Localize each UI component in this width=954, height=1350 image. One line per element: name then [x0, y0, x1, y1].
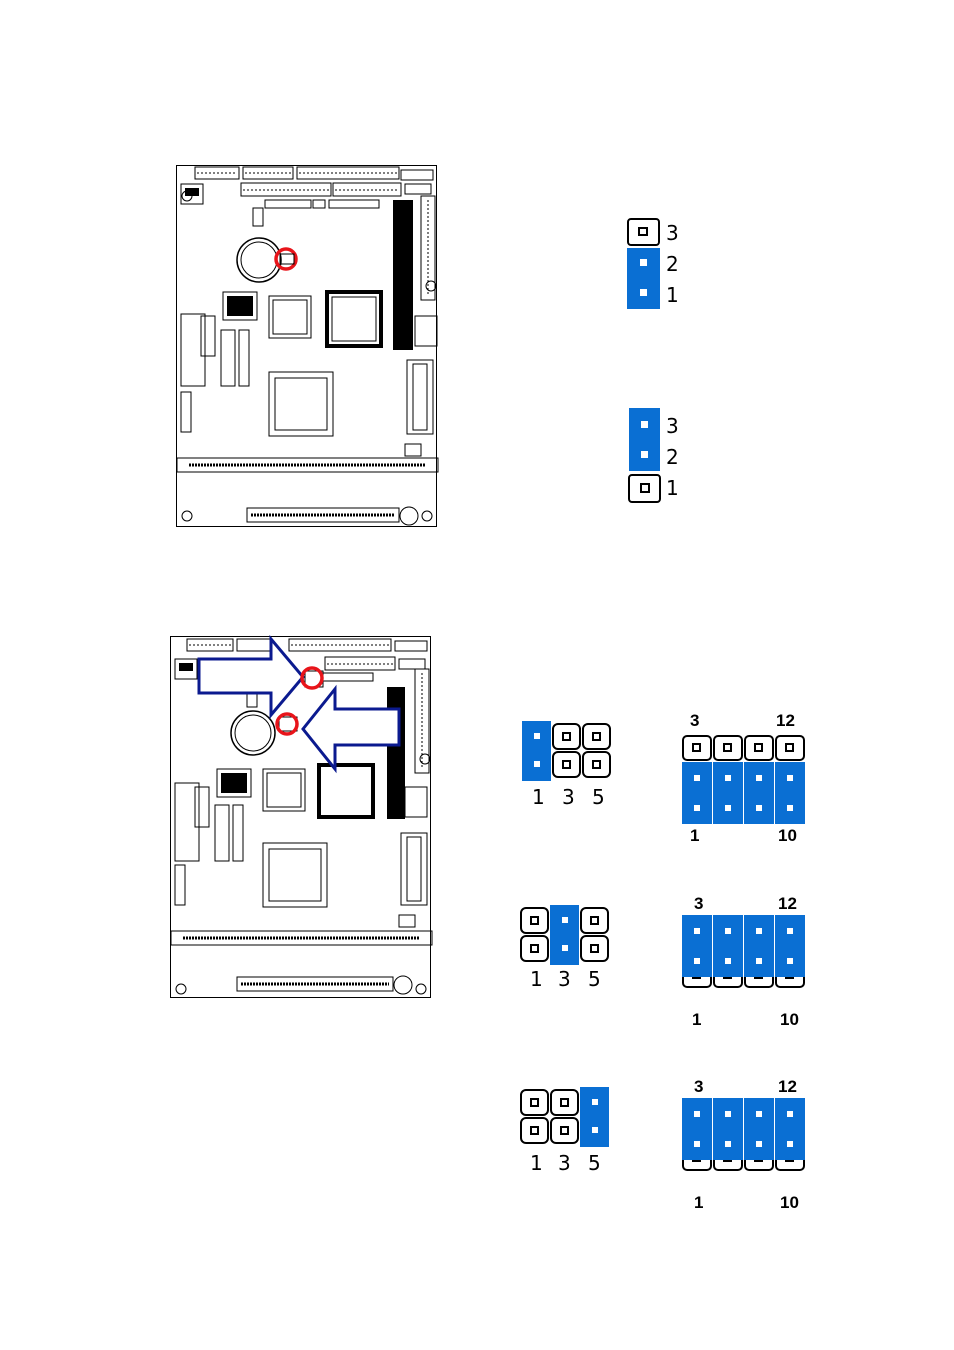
jumper-3pin-setting-2: 3 2 1: [626, 408, 706, 506]
pin: [551, 1090, 578, 1115]
pin-label-bottom-left: 1: [694, 1194, 703, 1212]
pin-label-bottom-right: 10: [780, 1194, 799, 1212]
jumper-cap: [744, 762, 774, 824]
pin-label-bottom-right: 10: [780, 1011, 799, 1029]
jumper-cap: [775, 762, 805, 824]
pin: [521, 936, 548, 961]
jumper-2x3-setting-2: 1 3 5: [518, 905, 618, 993]
jumper-2x4-setting-2: 3 12 1 10: [680, 895, 810, 1031]
jumper-cap: [550, 905, 579, 965]
pin-label-2: 2: [666, 254, 679, 274]
pin-label-1: 1: [530, 969, 543, 989]
pin: [683, 736, 711, 760]
pin-label-5: 5: [592, 787, 605, 807]
pin: [745, 736, 773, 760]
pin-label-5: 5: [588, 969, 601, 989]
pin-label-3: 3: [666, 416, 679, 436]
board-diagram-top: [176, 165, 437, 527]
pin-label-1: 1: [530, 1153, 543, 1173]
jumper-cap: [682, 1098, 712, 1160]
jumper-cap: [580, 1087, 609, 1147]
jumper-2x3-setting-1: 1 3 5: [520, 721, 620, 809]
jumper-cap: [775, 1098, 805, 1160]
pin-label-bottom-left: 1: [690, 827, 699, 845]
pin-label-3: 3: [666, 223, 679, 243]
pin-label-5: 5: [588, 1153, 601, 1173]
jumper-cap: [522, 721, 551, 781]
pin-label-2: 2: [666, 447, 679, 467]
pin-label-1: 1: [666, 478, 679, 498]
board-diagram-bottom: [170, 636, 431, 998]
pin: [776, 736, 804, 760]
jumper-location-marker: [276, 249, 296, 269]
pin-label-bottom-right: 10: [778, 827, 797, 845]
board-drawing-bottom: [171, 637, 432, 999]
pin: [521, 1090, 548, 1115]
pin-label-1: 1: [532, 787, 545, 807]
jumper-cap: [713, 1098, 743, 1160]
jumper-2x4-setting-3: 3 12 1 10: [680, 1078, 810, 1214]
pin-label-3: 3: [562, 787, 575, 807]
jumper-cap: [713, 915, 743, 977]
pin: [581, 908, 608, 933]
pin: [521, 1118, 548, 1143]
pin: [551, 1118, 578, 1143]
pin-label-1: 1: [666, 285, 679, 305]
pin: [714, 736, 742, 760]
jumper-3pin-setting-1: 3 2 1: [626, 217, 706, 312]
jumper-cap: [713, 762, 743, 824]
jumper-cap: [744, 1098, 774, 1160]
jumper-cap: [682, 915, 712, 977]
pin: [583, 752, 610, 777]
arrow-left-icon: [303, 689, 399, 769]
pin: [583, 724, 610, 749]
pin: [581, 936, 608, 961]
jumper-cap: [744, 915, 774, 977]
jumper-cap: [775, 915, 805, 977]
pin-label-3: 3: [558, 1153, 571, 1173]
jumper-2x4-setting-1: 3 12 1 10: [680, 712, 810, 848]
board-drawing-top: [177, 166, 438, 528]
jumper-cap: [682, 762, 712, 824]
pin: [553, 752, 580, 777]
pin-label-3: 3: [558, 969, 571, 989]
arrow-right-icon: [199, 639, 303, 715]
jumper-2x3-setting-3: 1 3 5: [518, 1087, 618, 1175]
pin: [521, 908, 548, 933]
pin-label-bottom-left: 1: [692, 1011, 701, 1029]
pin: [553, 724, 580, 749]
